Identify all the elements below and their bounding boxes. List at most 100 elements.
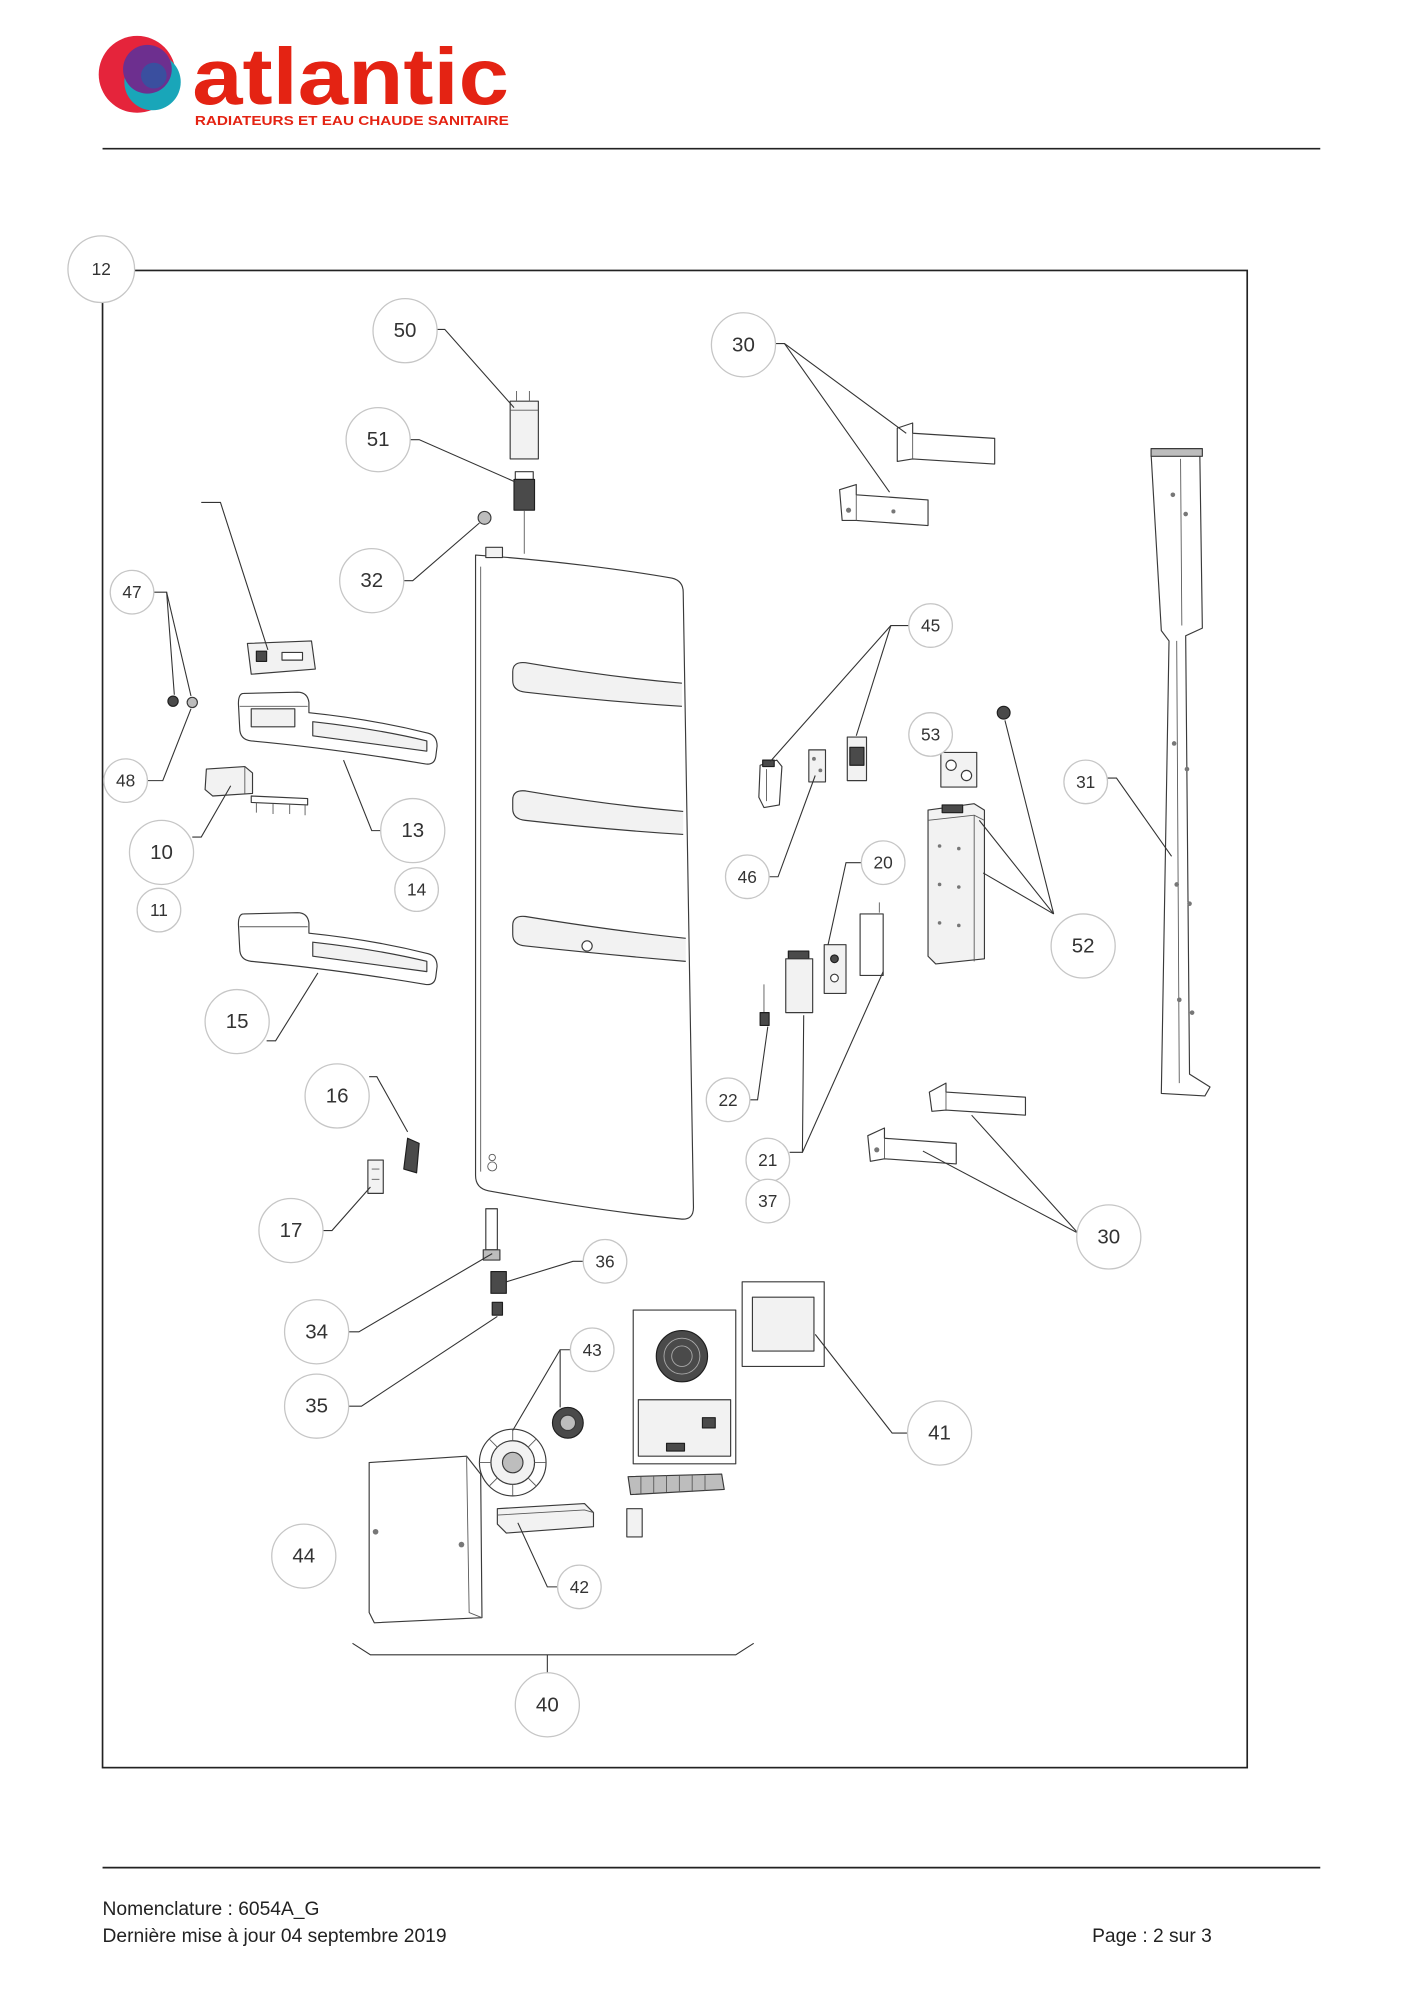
callout-14: 14 (394, 867, 440, 913)
part-46 (808, 749, 827, 783)
callout-number: 40 (536, 1693, 559, 1716)
leader-line (559, 1349, 571, 1408)
brand-wordmark: atlantic (192, 32, 509, 121)
part-30-bracket-top (896, 422, 996, 465)
leader-line-bar-cap (201, 501, 269, 651)
callout-circle (705, 1077, 751, 1123)
part-31-rail (1150, 448, 1211, 1097)
callout-circle (1063, 759, 1109, 805)
leader-line (512, 1349, 561, 1431)
part-fan-wheel (478, 1428, 547, 1497)
part-43 (551, 1406, 584, 1439)
callout-circle (283, 1299, 350, 1365)
header: atlantic RADIATEURS ET EAU CHAUDE SANITA… (98, 32, 1321, 150)
leader-line (266, 972, 319, 1042)
callout-number: 50 (394, 319, 417, 342)
callout-number: 22 (718, 1090, 737, 1110)
nomenclature-label: Nomenclature : 6054A_G (103, 1899, 320, 1920)
callout-51: 51 (345, 406, 516, 483)
leader-line (971, 1114, 1079, 1234)
part-47-screw (167, 695, 179, 707)
callout-number: 37 (758, 1191, 777, 1211)
callout-35: 35 (283, 1315, 498, 1439)
leader-line (827, 862, 862, 945)
leader-line (348, 1315, 498, 1407)
callout-30-top: 30 (710, 312, 907, 493)
callout-16: 16 (304, 1063, 409, 1133)
part-10 (204, 765, 254, 797)
callout-41: 41 (814, 1334, 973, 1466)
callout-circle (271, 1523, 337, 1589)
callout-11: 11 (136, 887, 182, 933)
leader-line (192, 785, 232, 838)
callout-circle (556, 1564, 602, 1610)
leader-line (784, 343, 891, 493)
callout-number: 10 (150, 841, 173, 864)
callout-30-bottom: 30 (922, 1114, 1142, 1270)
callout-number: 30 (1097, 1225, 1120, 1248)
leader-line (814, 1334, 908, 1434)
callout-42: 42 (517, 1522, 602, 1610)
panel-slot (512, 915, 686, 962)
callout-circle (283, 1373, 350, 1439)
callout-20: 20 (827, 840, 906, 945)
callout-40: 40 (352, 1642, 755, 1738)
leader-line (769, 624, 909, 762)
leader-line (403, 522, 480, 582)
callout-number: 41 (928, 1422, 951, 1445)
part-13-towel-bar (237, 691, 438, 765)
callout-circle (345, 406, 411, 473)
callout-number: 53 (921, 724, 940, 744)
callout-number: 15 (226, 1010, 249, 1033)
exploded-parts (167, 390, 1211, 1624)
callout-circle (109, 569, 155, 615)
part-45-b (846, 736, 868, 782)
part-clip (626, 1508, 643, 1538)
callout-number: 45 (921, 616, 940, 636)
callout-circle (136, 887, 182, 933)
callout-13: 13 (343, 759, 446, 864)
leader-line (978, 820, 1055, 915)
callout-number: 44 (292, 1545, 315, 1568)
callout-44: 44 (271, 1523, 337, 1589)
callout-15: 15 (204, 972, 319, 1055)
callout-36: 36 (506, 1238, 628, 1284)
callout-circle (860, 840, 906, 886)
callout-circle (128, 819, 195, 886)
callout-22: 22 (705, 1026, 769, 1123)
callout-10: 10 (128, 785, 232, 886)
callout-circle (745, 1178, 791, 1224)
callout-number: 20 (874, 853, 893, 873)
part-16 (403, 1137, 420, 1174)
leader-line (855, 625, 892, 736)
leader-line (348, 1253, 493, 1333)
part-51 (513, 471, 536, 554)
leader-line (982, 872, 1054, 915)
callout-32: 32 (339, 522, 480, 614)
callout-50: 50 (372, 298, 515, 408)
callout-number: 47 (122, 582, 141, 602)
part-bar-cap (246, 640, 316, 675)
callout-number: 46 (738, 867, 757, 887)
callout-number: 34 (305, 1320, 328, 1343)
callout-number: 35 (305, 1395, 328, 1418)
part-36 (490, 1270, 507, 1294)
part-50 (509, 390, 539, 460)
part-34 (482, 1208, 501, 1261)
callout-number: 51 (367, 428, 390, 451)
part-52-box (927, 803, 986, 965)
part-30-bracket-upper (928, 1082, 1027, 1116)
callout-circle (394, 867, 440, 913)
part-11-14-strip (250, 795, 309, 816)
part-15-towel-bar (237, 912, 438, 986)
leader-line (789, 1015, 805, 1153)
part-48-screw (186, 696, 198, 709)
last-update-label: Dernière mise à jour 04 septembre 2019 (103, 1926, 447, 1947)
part-comb-strip (627, 1473, 725, 1496)
callout-circle (908, 603, 954, 648)
part-44-cover (368, 1455, 483, 1624)
callout-number: 12 (92, 259, 111, 279)
part-20 (823, 944, 847, 994)
part-52-knob (996, 705, 1011, 720)
leader-line (506, 1260, 584, 1283)
